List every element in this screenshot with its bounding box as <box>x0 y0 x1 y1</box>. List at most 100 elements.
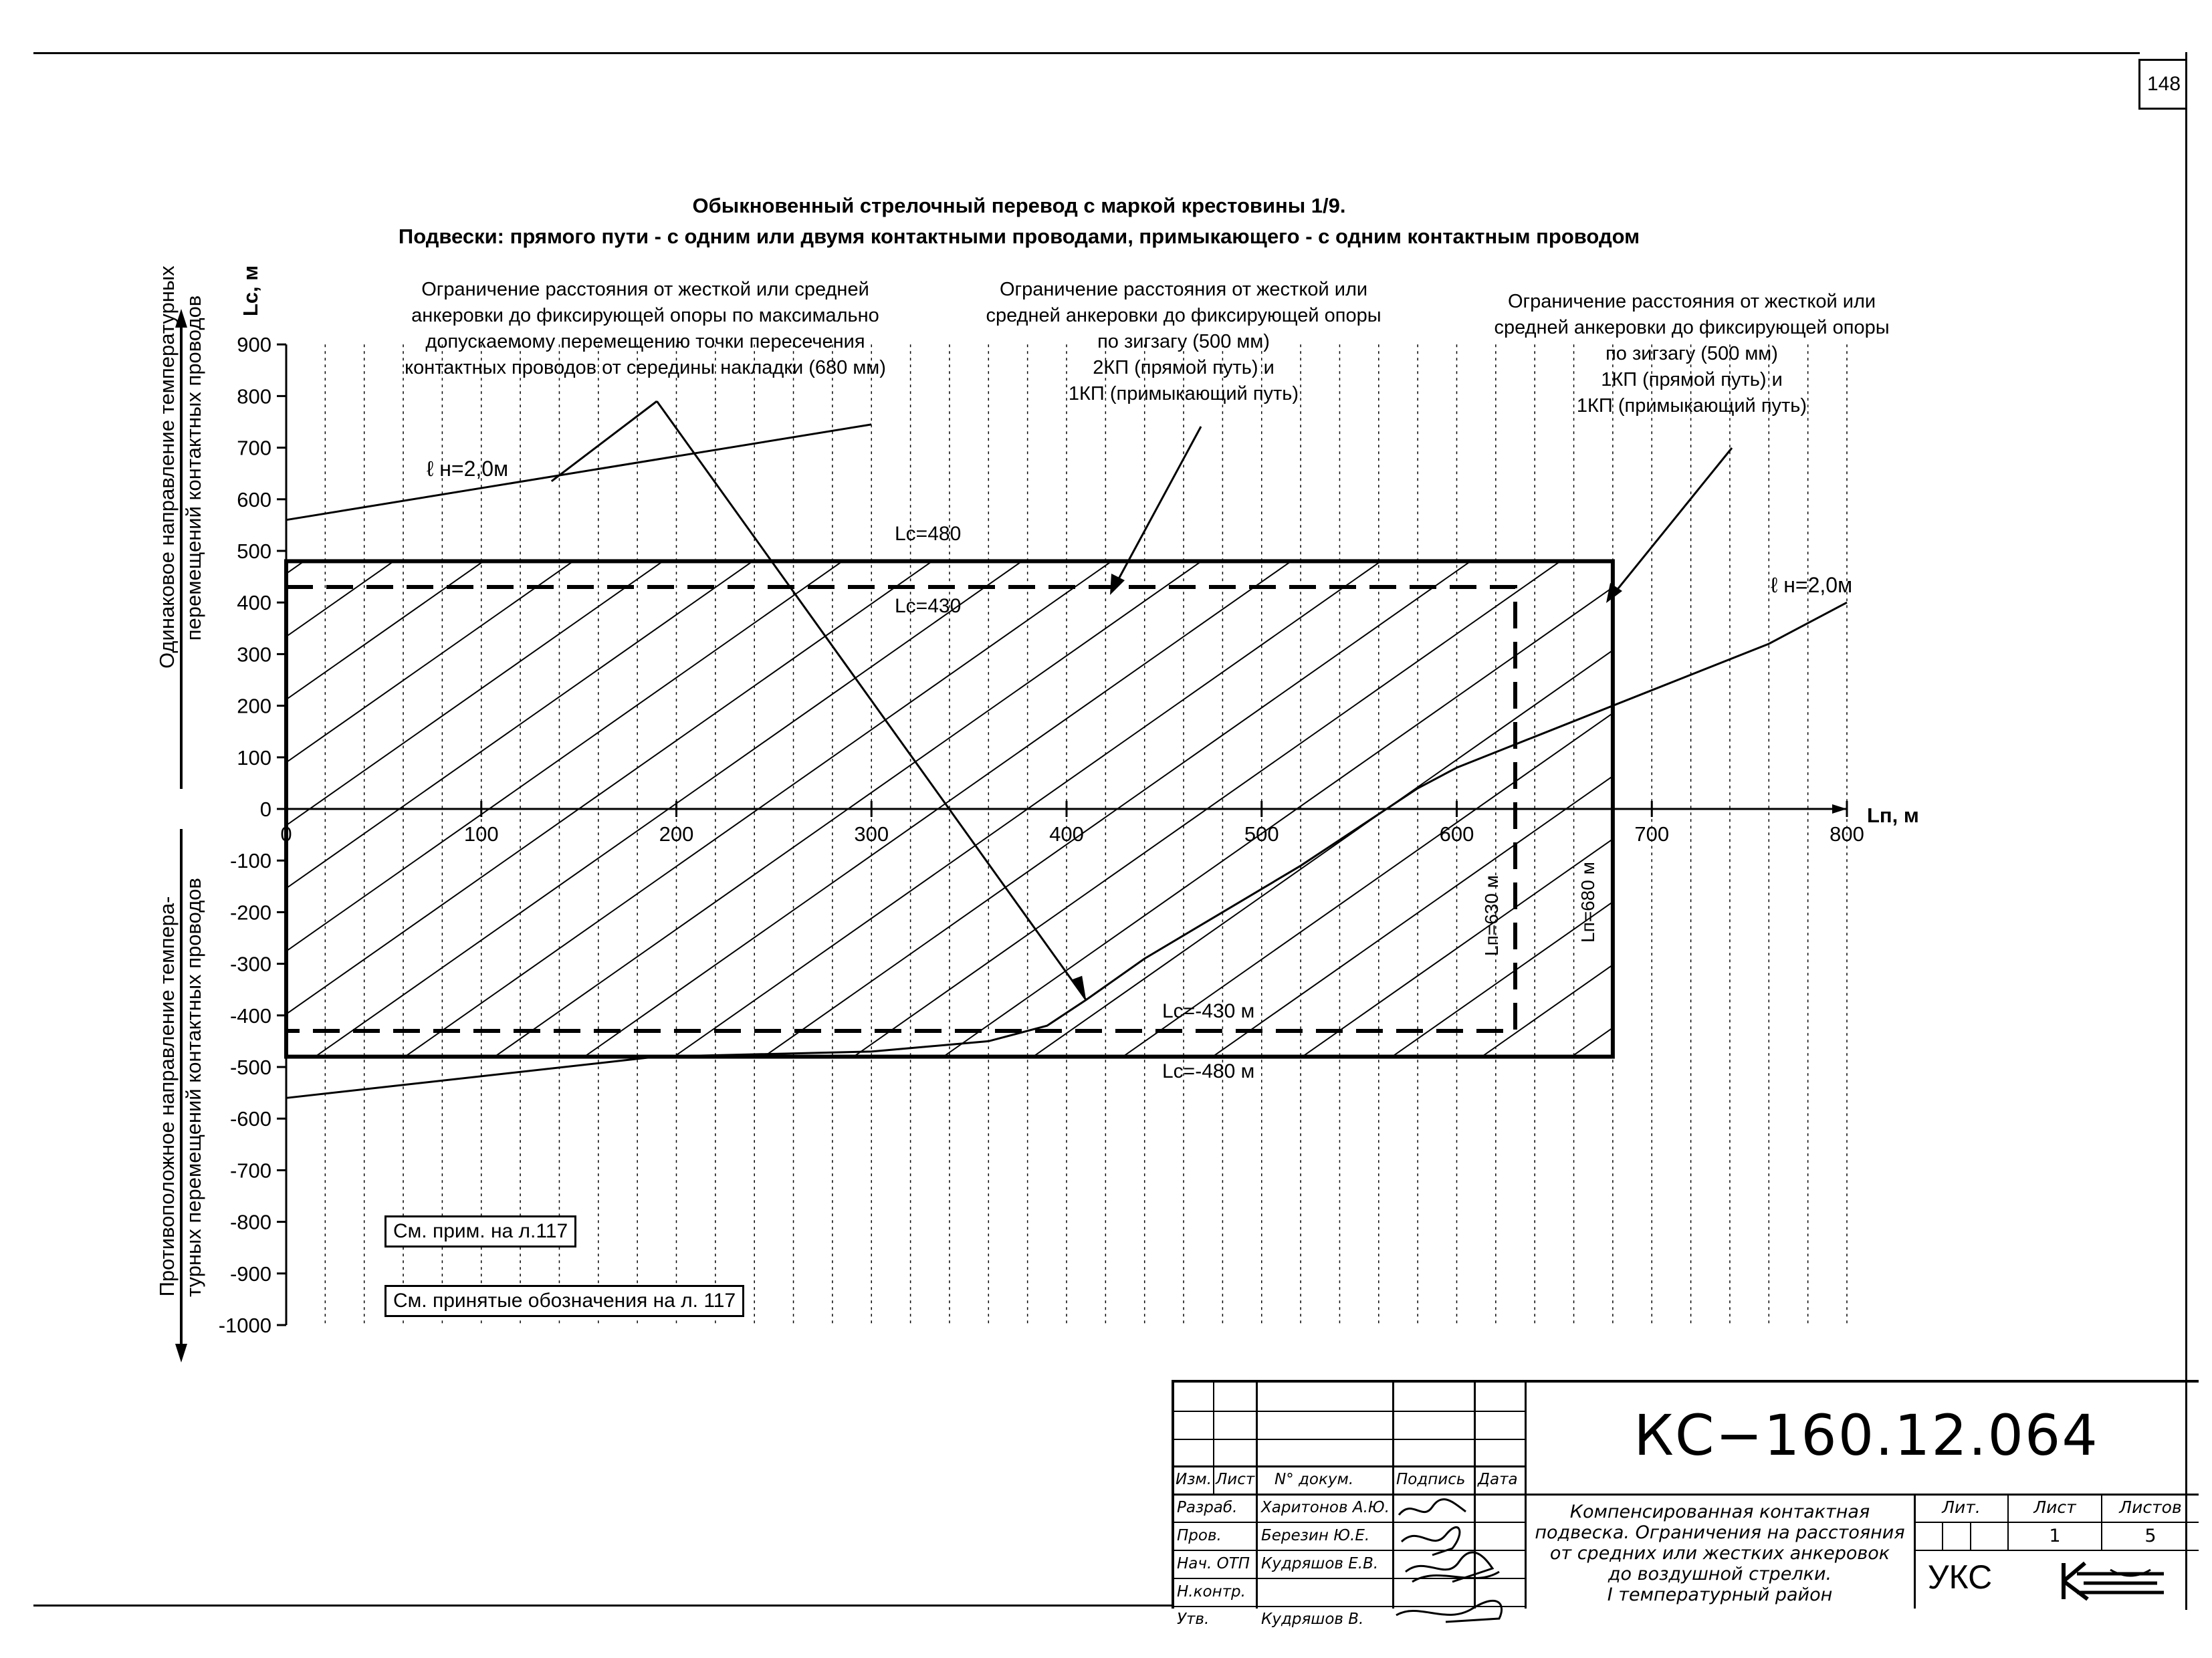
desc-line2: подвеска. Ограничения на расстояния <box>1535 1522 1905 1543</box>
hatch-line <box>1481 964 1614 1058</box>
hatch-line <box>1302 838 1614 1058</box>
note2-line3: по зигзагу (500 мм) <box>1097 331 1270 352</box>
desc-line3: от средних или жестких анкеровок <box>1549 1543 1890 1564</box>
name-head: Кудряшов Е.В. <box>1261 1555 1379 1572</box>
y-tick-label: 700 <box>237 437 271 460</box>
signatures <box>1396 1498 1503 1623</box>
name-approved: Кудряшов В. <box>1261 1611 1364 1628</box>
hatch-line <box>673 560 1381 1058</box>
y-tick-label: -400 <box>230 1004 271 1028</box>
label-lc-minus480: Lc=-480 м <box>1162 1060 1254 1082</box>
chart-title-line2: Подвески: прямого пути - с одним или дву… <box>398 225 1640 248</box>
x-tick-label: 600 <box>1440 822 1474 846</box>
hatch-line <box>763 560 1471 1058</box>
role-checker: Пров. <box>1177 1527 1222 1544</box>
note3-line2: средней анкеровки до фиксирующей опоры <box>1494 317 1890 338</box>
hatch-line <box>853 560 1561 1058</box>
sheets-header: Листов <box>2119 1498 2182 1517</box>
hatch-line <box>286 560 664 826</box>
name-developer: Харитонов А.Ю. <box>1261 1499 1390 1516</box>
x-tick-label: 300 <box>854 822 889 846</box>
sheet-value: 1 <box>2049 1526 2061 1546</box>
lit-header: Лит. <box>1942 1498 1981 1517</box>
note1-line4: контактных проводов от середины накладки… <box>405 357 886 378</box>
note3-line4: 1КП (прямой путь) и <box>1601 369 1783 390</box>
arrowhead-icon <box>1071 975 1087 1000</box>
label-ln-left: ℓ н=2,0м <box>427 457 508 481</box>
y-tick-label: -300 <box>230 953 271 976</box>
hdr-izm: Изм. <box>1176 1471 1212 1488</box>
sheets-value: 5 <box>2144 1526 2156 1546</box>
bottom-border-line <box>33 1605 1174 1607</box>
role-norm-control: Н.контр. <box>1177 1583 1246 1601</box>
hdr-date: Дата <box>1478 1471 1518 1488</box>
hatch-line <box>286 560 843 952</box>
y-axis-title: Lс, м <box>239 265 262 317</box>
document-code: КС−160.12.064 <box>1634 1403 2099 1468</box>
y-tick-label: 800 <box>237 384 271 408</box>
note-zigzag-1kp: Ограничение расстояния от жесткой или ср… <box>1451 289 1932 419</box>
desc-line1: Компенсированная контактная <box>1569 1502 1870 1522</box>
note2-line5: 1КП (примыкающий путь) <box>1068 383 1299 404</box>
y-tick-label: 0 <box>260 798 271 821</box>
y-tick-label: 400 <box>237 591 271 614</box>
label-ln-right: ℓ н=2,0м <box>1771 573 1852 597</box>
y-tick-label: 200 <box>237 695 271 718</box>
note-zigzag-2kp: Ограничение расстояния от жесткой или ср… <box>943 277 1424 407</box>
name-checker: Березин Ю.Е. <box>1261 1527 1370 1544</box>
title-block: КС−160.12.064 Изм. Лист N° докум. Подпис… <box>1172 1380 2199 1628</box>
ref-legend-box: См. принятые обозначения на л. 117 <box>384 1285 745 1317</box>
hatch-line <box>584 560 1292 1058</box>
note3-line3: по зигзагу (500 мм) <box>1606 343 1778 364</box>
y-tick-label: 600 <box>237 488 271 511</box>
organization: УКС <box>1927 1558 1993 1596</box>
x-axis-title: Lп, м <box>1867 804 1919 827</box>
leader-note2-line <box>1114 426 1202 586</box>
right-border-line <box>2185 52 2187 1610</box>
y-lower-label: Противоположное направление темпера- тур… <box>154 877 207 1297</box>
hatch-line <box>405 560 1113 1058</box>
desc-line4: до воздушной стрелки. <box>1608 1564 1832 1584</box>
y-lower-label-line2: турных перемещений контактных проводов <box>182 877 205 1297</box>
y-tick-label: -600 <box>230 1107 271 1131</box>
hatch-line <box>286 560 305 574</box>
y-tick-label: -500 <box>230 1056 271 1079</box>
hatch-line <box>286 560 754 889</box>
x-tick-label: 100 <box>464 822 499 846</box>
boundary-rect-480 <box>284 559 1615 1059</box>
label-ln630: Lп=630 м <box>1481 875 1502 956</box>
note2-line4: 2КП (прямой путь) и <box>1093 357 1275 378</box>
y-tick-label: -800 <box>230 1211 271 1234</box>
label-lc430: Lc=430 <box>895 595 961 617</box>
y-lower-label-line1: Противоположное направление темпера- <box>155 896 179 1297</box>
down-arrow-icon <box>175 1344 187 1363</box>
y-tick-label: -100 <box>230 849 271 872</box>
series-line-2 <box>286 601 1848 1099</box>
label-lc480: Lc=480 <box>895 523 961 545</box>
hatch-line <box>286 560 395 638</box>
desc-line5: I температурный район <box>1607 1584 1833 1605</box>
x-tick-label: 200 <box>659 822 694 846</box>
hatch-line <box>314 560 1022 1058</box>
y-tick-label: -900 <box>230 1262 271 1286</box>
peak-left-line <box>550 400 658 482</box>
up-arrow-icon <box>175 309 187 328</box>
organization-logo-icon <box>2062 1561 2164 1601</box>
x-tick-label: 400 <box>1049 822 1084 846</box>
hdr-list: Лист <box>1216 1471 1255 1488</box>
note2-line2: средней анкеровки до фиксирующей опоры <box>986 305 1381 326</box>
y-tick-label: 100 <box>237 746 271 769</box>
ref-notes-box: См. прим. на л.117 <box>384 1215 577 1248</box>
series-line-3 <box>656 400 1087 1001</box>
page-number: 148 <box>2138 59 2187 110</box>
leader-note2-arrow-icon <box>1110 574 1125 595</box>
note-max-displacement: Ограничение расстояния от жесткой или ср… <box>361 277 929 381</box>
role-developer: Разраб. <box>1177 1499 1238 1516</box>
hatch-line <box>286 560 484 701</box>
y-tick-label: 500 <box>237 540 271 563</box>
hatch-line <box>1122 712 1614 1058</box>
y-tick-label: -200 <box>230 901 271 924</box>
dashed-rect-430 <box>286 585 1518 1033</box>
note1-line3: допускаемому перемещению точки пересечен… <box>425 331 865 352</box>
hatch-line <box>286 560 574 763</box>
